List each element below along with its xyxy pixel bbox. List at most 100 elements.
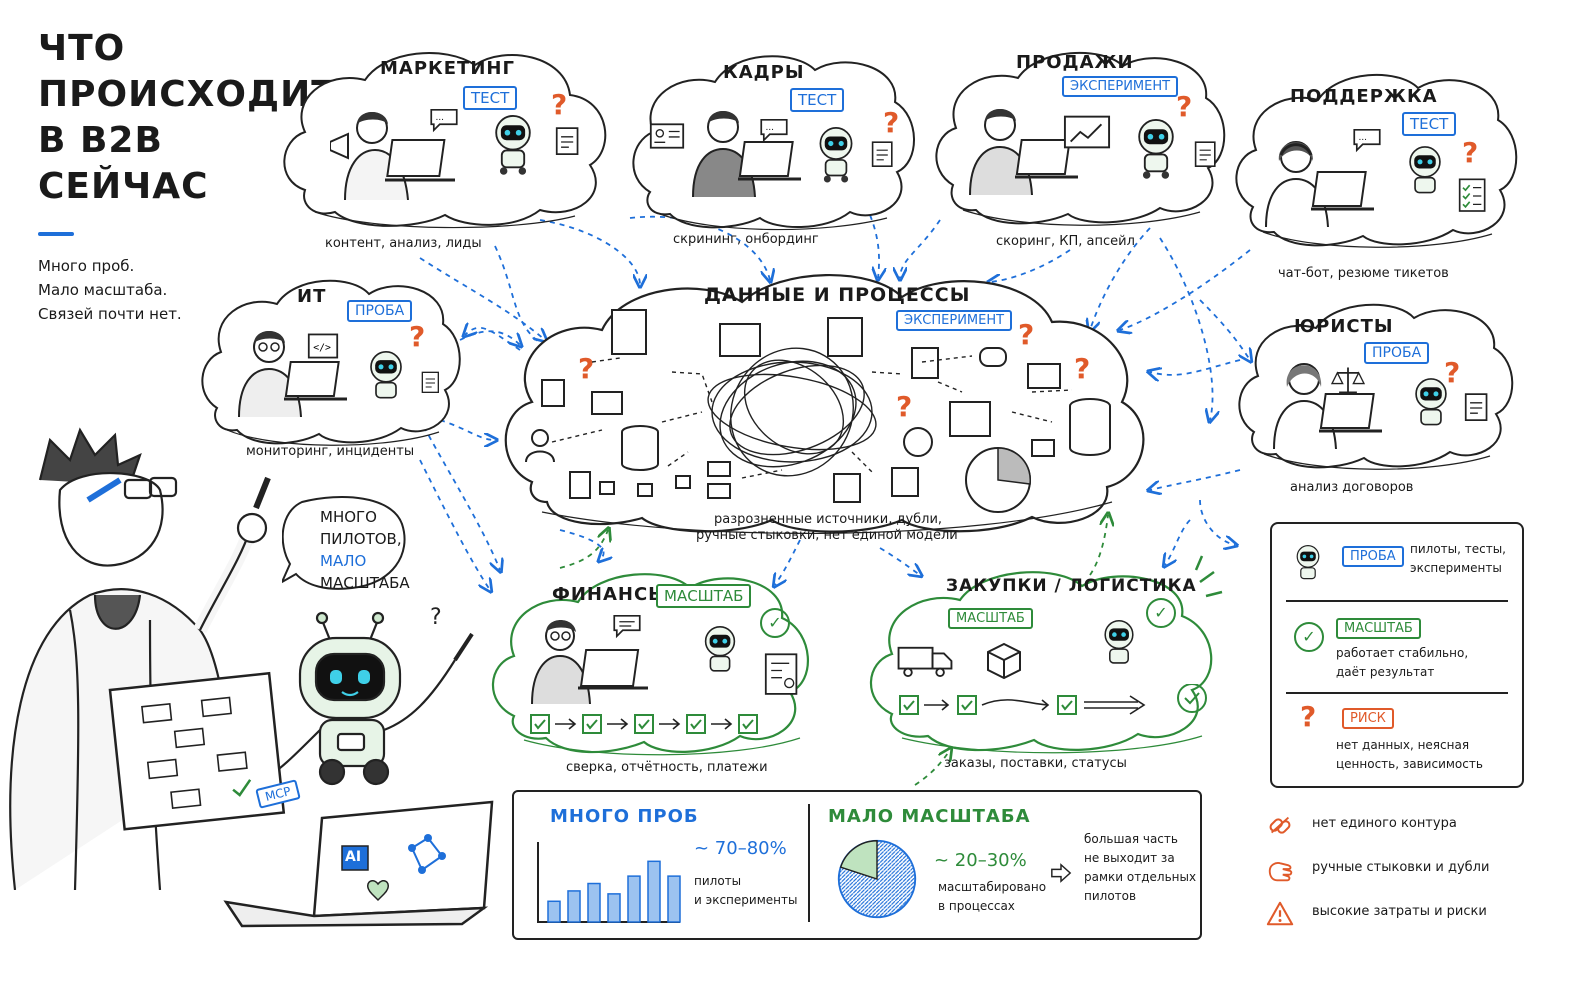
issue-item: высокие затраты и риски bbox=[1262, 898, 1522, 928]
robot-icon bbox=[495, 114, 531, 175]
status-badge: ЭКСПЕРИМЕНТ bbox=[896, 310, 1013, 331]
cloud-hr: КАДРЫ ТЕСТ ? … bbox=[625, 42, 915, 232]
stats-right-desc: масштабировано в процессах bbox=[938, 878, 1046, 916]
status-badge: ТЕСТ bbox=[463, 86, 518, 110]
robot-icon bbox=[1138, 118, 1174, 179]
stats-note: большая часть не выходит за рамки отдель… bbox=[1084, 830, 1196, 906]
dept-name: ЮРИСТЫ bbox=[1294, 316, 1394, 337]
cloud-procurement: ЗАКУПКИ / ЛОГИСТИКА МАСШТАБ ✓ bbox=[862, 560, 1248, 754]
speech-line-1: МНОГО bbox=[320, 508, 377, 526]
person-illustration bbox=[969, 109, 1078, 196]
dept-name: ПОДДЕРЖКА bbox=[1290, 86, 1438, 107]
report-icon bbox=[764, 653, 798, 695]
laptop-ai-label: AI bbox=[345, 849, 362, 865]
chat-bubble-icon: … bbox=[1353, 128, 1381, 153]
person-illustration bbox=[238, 331, 347, 418]
truck-icon bbox=[897, 646, 953, 678]
dept-name: ПРОДАЖИ bbox=[1016, 52, 1134, 73]
broken-link-icon bbox=[1269, 816, 1291, 834]
legend-divider bbox=[1286, 600, 1508, 602]
robot-icon bbox=[1415, 378, 1447, 426]
document-icon bbox=[421, 371, 439, 393]
question-mark-icon: ? bbox=[578, 352, 595, 385]
title-line-3: В B2B bbox=[38, 120, 163, 161]
robot-icon bbox=[1409, 146, 1441, 194]
subtitle: Много проб. Мало масштаба. Связей почти … bbox=[38, 254, 182, 326]
stats-note-line: пилотов bbox=[1084, 889, 1137, 903]
status-badge: МАСШТАБ bbox=[948, 608, 1033, 629]
legend-row-pilot: ПРОБА пилоты, тесты, эксперименты bbox=[1272, 524, 1522, 604]
svg-text:…: … bbox=[436, 113, 445, 123]
stats-panel: МНОГО ПРОБ ~ 70–80% пилоты и эксперимент… bbox=[512, 790, 1202, 940]
speech-line-3: МАЛО bbox=[320, 552, 367, 570]
status-badge: МАСШТАБ bbox=[656, 584, 752, 608]
question-mark-icon: ? bbox=[409, 320, 426, 353]
id-card-icon bbox=[649, 123, 685, 149]
issue-label: высокие затраты и риски bbox=[1312, 904, 1487, 919]
robot-icon bbox=[1296, 545, 1320, 580]
dept-name: ЗАКУПКИ / ЛОГИСТИКА bbox=[946, 576, 1197, 596]
legend-badge-risk: РИСК bbox=[1342, 708, 1394, 729]
subtitle-line-2: Мало масштаба. bbox=[38, 281, 168, 299]
bar-2 bbox=[587, 882, 601, 923]
stats-right-percent: ~ 20–30% bbox=[934, 850, 1027, 871]
stats-desc-line: в процессах bbox=[938, 899, 1015, 913]
question-mark-icon: ? bbox=[1444, 356, 1461, 389]
code-window-icon: </> bbox=[307, 333, 339, 359]
status-badge: ПРОБА bbox=[1364, 342, 1430, 364]
subtitle-line-3: Связей почти нет. bbox=[38, 305, 182, 323]
legend-desc-risk: нет данных, неясная ценность, зависимост… bbox=[1336, 736, 1483, 774]
legend-badge-scale: МАСШТАБ bbox=[1336, 618, 1421, 639]
bar-0 bbox=[547, 900, 561, 923]
legend-desc-line: эксперименты bbox=[1410, 561, 1502, 575]
legend-desc-line: ценность, зависимость bbox=[1336, 757, 1483, 771]
person-illustration bbox=[1273, 363, 1382, 450]
question-mark-icon: ? bbox=[1018, 318, 1035, 351]
issue-item: нет единого контура bbox=[1262, 810, 1522, 840]
legend-desc-line: даёт результат bbox=[1336, 665, 1435, 679]
dept-name: ФИНАНСЫ bbox=[552, 584, 668, 605]
stats-note-line: большая часть bbox=[1084, 832, 1178, 846]
person-illustration bbox=[330, 112, 455, 200]
chat-bubble-icon bbox=[613, 614, 641, 639]
stats-left-desc: пилоты и эксперименты bbox=[694, 872, 797, 910]
core-caption-line-1: разрозненные источники, дубли, bbox=[714, 512, 943, 527]
issue-item: ручные стыковки и дубли bbox=[1262, 854, 1522, 884]
legend-divider bbox=[1286, 692, 1508, 694]
pie-slice-scaled bbox=[839, 840, 878, 880]
legend-row-risk: ? РИСК нет данных, неясная ценность, зав… bbox=[1272, 694, 1522, 784]
title-line-1: ЧТО bbox=[38, 28, 126, 69]
arrow-right-icon bbox=[1051, 863, 1072, 883]
svg-text:…: … bbox=[1359, 133, 1368, 143]
stats-right-heading: МАЛО МАСШТАБА bbox=[828, 806, 1031, 827]
pie-chart bbox=[837, 839, 917, 919]
status-badge: ТЕСТ bbox=[790, 88, 845, 112]
stats-divider bbox=[808, 804, 810, 922]
bar-chart bbox=[537, 842, 681, 923]
stats-note-line: рамки отдельных bbox=[1084, 870, 1197, 884]
stats-left-percent: ~ 70–80% bbox=[694, 838, 787, 859]
person-illustration bbox=[1265, 141, 1374, 228]
dept-caption-support: чат-бот, резюме тикетов bbox=[1278, 266, 1449, 281]
dept-name: ИТ bbox=[297, 286, 327, 307]
dept-name: КАДРЫ bbox=[723, 62, 805, 83]
stats-left-heading: МНОГО ПРОБ bbox=[550, 806, 699, 827]
process-checks bbox=[899, 684, 1207, 715]
dept-caption-legal: анализ договоров bbox=[1290, 480, 1414, 495]
presenter-illustration bbox=[9, 427, 286, 890]
document-icon bbox=[555, 127, 579, 155]
trend-chart-icon bbox=[1063, 115, 1111, 149]
cloud-shape bbox=[491, 573, 810, 756]
svg-text:</>: </> bbox=[313, 342, 331, 353]
question-mark-icon: ? bbox=[896, 390, 913, 423]
legend-desc-line: пилоты, тесты, bbox=[1410, 542, 1506, 556]
bar-4 bbox=[627, 875, 641, 923]
person-illustration bbox=[531, 620, 648, 705]
question-mark-icon: ? bbox=[1176, 90, 1193, 123]
status-badge: ЭКСПЕРИМЕНТ bbox=[1062, 76, 1179, 97]
box-icon bbox=[987, 642, 1021, 680]
stats-desc-line: масштабировано bbox=[938, 880, 1047, 894]
cloud-support: ПОДДЕРЖКА ТЕСТ ? … bbox=[1228, 62, 1518, 248]
speech-bubble: МНОГО ПИЛОТОВ, МАЛО МАСШТАБА bbox=[282, 494, 410, 594]
checklist-icon bbox=[1194, 141, 1216, 167]
